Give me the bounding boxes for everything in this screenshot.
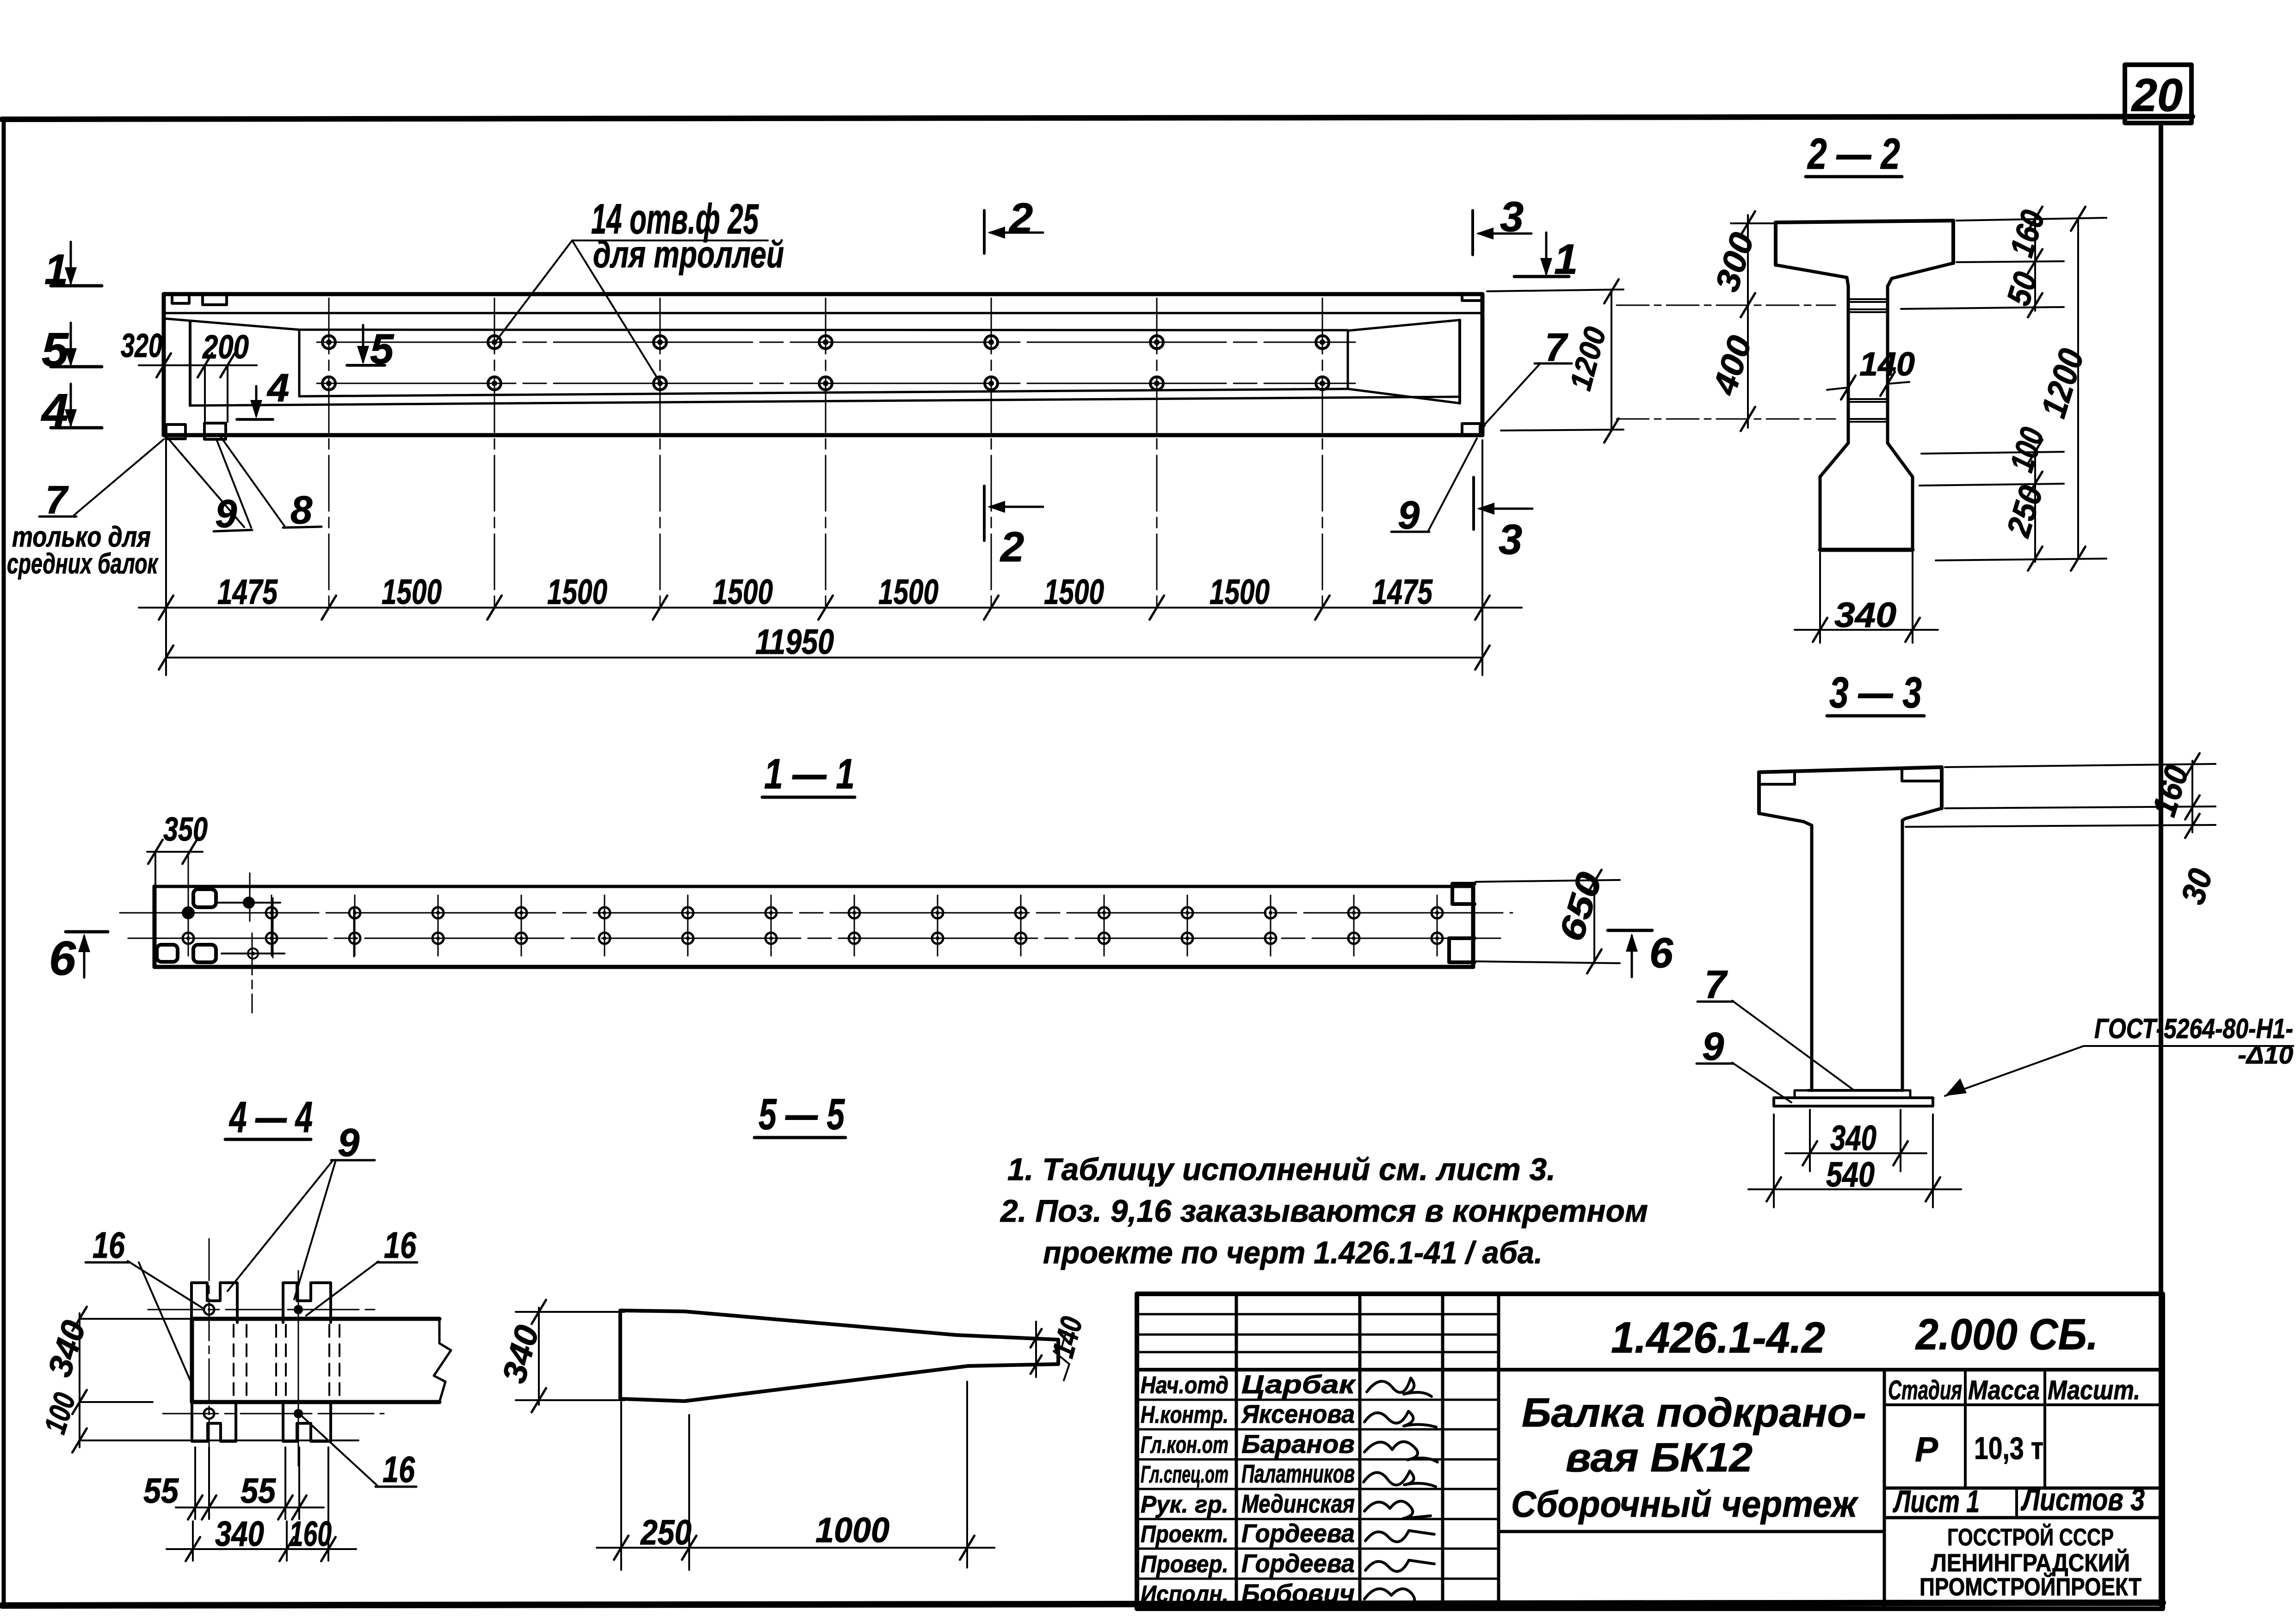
svg-text:20: 20 — [2131, 69, 2183, 121]
svg-text:Провер.: Провер. — [1141, 1551, 1228, 1578]
svg-text:1500: 1500 — [1044, 572, 1104, 612]
svg-text:5: 5 — [370, 326, 395, 373]
svg-text:Гордеева: Гордеева — [1241, 1519, 1355, 1548]
svg-text:1500: 1500 — [878, 572, 938, 612]
svg-text:3: 3 — [1500, 193, 1524, 240]
svg-text:6: 6 — [1649, 929, 1673, 977]
svg-text:5 — 5: 5 — 5 — [759, 1090, 845, 1139]
svg-text:7: 7 — [45, 478, 69, 522]
svg-text:Рук. гр.: Рук. гр. — [1141, 1491, 1228, 1518]
svg-text:320: 320 — [121, 327, 162, 364]
svg-text:1500: 1500 — [1210, 572, 1270, 612]
svg-text:средних балок: средних балок — [7, 548, 159, 580]
svg-text:2: 2 — [1008, 195, 1033, 242]
svg-text:Гл.кон.от: Гл.кон.от — [1141, 1432, 1228, 1458]
svg-text:Стадия: Стадия — [1888, 1375, 1962, 1405]
svg-text:2. Поз. 9,16 заказываются в ко: 2. Поз. 9,16 заказываются в конкретном — [1000, 1193, 1648, 1229]
svg-text:Р: Р — [1915, 1430, 1938, 1469]
svg-text:Листов 3: Листов 3 — [2020, 1482, 2145, 1517]
svg-text:7: 7 — [1704, 963, 1728, 1007]
svg-text:Гордеева: Гордеева — [1241, 1549, 1355, 1578]
svg-text:проекте по черт 1.426.1-41 / а: проекте по черт 1.426.1-41 / аба. — [1043, 1235, 1543, 1270]
svg-text:140: 140 — [1859, 346, 1915, 383]
svg-text:3: 3 — [1499, 516, 1522, 563]
svg-text:Царбак: Царбак — [1241, 1370, 1356, 1399]
svg-text:55: 55 — [241, 1471, 277, 1511]
svg-text:5: 5 — [42, 323, 69, 377]
svg-text:1000: 1000 — [815, 1511, 889, 1550]
svg-text:ГОСТ-5264-80-Н1-: ГОСТ-5264-80-Н1- — [2094, 1013, 2293, 1044]
svg-text:55: 55 — [143, 1471, 179, 1511]
svg-text:16: 16 — [93, 1224, 125, 1266]
svg-text:9: 9 — [1398, 493, 1420, 537]
svg-text:9: 9 — [338, 1121, 359, 1165]
svg-text:1.426.1-4.2: 1.426.1-4.2 — [1611, 1313, 1825, 1362]
svg-text:Балка подкрано-: Балка подкрано- — [1522, 1390, 1866, 1435]
svg-text:4: 4 — [266, 366, 289, 410]
svg-text:16: 16 — [383, 1449, 415, 1490]
svg-text:Мединская: Мединская — [1241, 1489, 1355, 1518]
svg-text:1475: 1475 — [1372, 572, 1433, 612]
svg-text:Масшт.: Масшт. — [2048, 1375, 2140, 1405]
svg-text:16: 16 — [384, 1224, 416, 1266]
svg-text:1500: 1500 — [713, 572, 773, 612]
svg-text:2.000 СБ.: 2.000 СБ. — [1915, 1310, 2098, 1359]
svg-text:340: 340 — [215, 1514, 264, 1554]
svg-text:Палатников: Палатников — [1241, 1459, 1355, 1488]
svg-text:2 — 2: 2 — 2 — [1807, 129, 1900, 178]
svg-text:250: 250 — [640, 1513, 691, 1552]
svg-text:вая БК12: вая БК12 — [1566, 1434, 1753, 1480]
svg-text:11950: 11950 — [755, 622, 834, 662]
svg-text:только для: только для — [12, 521, 151, 553]
svg-text:ЛЕНИНГРАДСКИЙ: ЛЕНИНГРАДСКИЙ — [1931, 1549, 2130, 1577]
svg-text:ГОССТРОЙ СССР: ГОССТРОЙ СССР — [1947, 1524, 2114, 1551]
svg-text:350: 350 — [163, 811, 208, 848]
svg-text:Яксенова: Яксенова — [1241, 1399, 1355, 1428]
svg-text:Гл.спец.от: Гл.спец.от — [1141, 1461, 1228, 1488]
svg-text:Масса: Масса — [1968, 1375, 2040, 1405]
svg-text:1500: 1500 — [547, 572, 607, 612]
svg-text:14 отв.ф 25: 14 отв.ф 25 — [591, 196, 759, 243]
svg-text:Нач.отд: Нач.отд — [1141, 1372, 1228, 1399]
svg-text:540: 540 — [1826, 1155, 1875, 1194]
svg-text:10,3 т: 10,3 т — [1974, 1431, 2043, 1466]
svg-text:340: 340 — [1830, 1119, 1876, 1158]
svg-text:1. Таблицу исполнений см. лис: 1. Таблицу исполнений см. лист 3. — [1007, 1152, 1555, 1187]
svg-text:4: 4 — [41, 384, 68, 438]
svg-text:340: 340 — [1834, 596, 1896, 635]
svg-text:Бобович: Бобович — [1241, 1579, 1355, 1608]
svg-text:Исполн.: Исполн. — [1141, 1581, 1228, 1608]
svg-text:Баранов: Баранов — [1241, 1429, 1355, 1458]
svg-text:1475: 1475 — [217, 572, 278, 612]
svg-text:6: 6 — [49, 932, 76, 985]
svg-text:9: 9 — [1702, 1025, 1724, 1069]
svg-text:8: 8 — [290, 488, 313, 532]
svg-text:160: 160 — [289, 1514, 332, 1554]
svg-text:ПРОМСТРОЙПРОЕКТ: ПРОМСТРОЙПРОЕКТ — [1920, 1573, 2142, 1601]
svg-text:Проект.: Проект. — [1141, 1521, 1228, 1548]
svg-text:-Δ10: -Δ10 — [2238, 1040, 2293, 1069]
svg-text:2: 2 — [1000, 523, 1024, 571]
svg-text:1500: 1500 — [382, 572, 442, 612]
svg-text:Н.контр.: Н.контр. — [1141, 1402, 1228, 1428]
svg-text:4 — 4: 4 — 4 — [229, 1093, 313, 1142]
svg-text:Лист 1: Лист 1 — [1892, 1484, 1980, 1519]
svg-text:Сборочный чертеж: Сборочный чертеж — [1511, 1483, 1859, 1525]
svg-text:3 — 3: 3 — 3 — [1829, 668, 1922, 717]
svg-text:1 — 1: 1 — 1 — [764, 750, 855, 798]
